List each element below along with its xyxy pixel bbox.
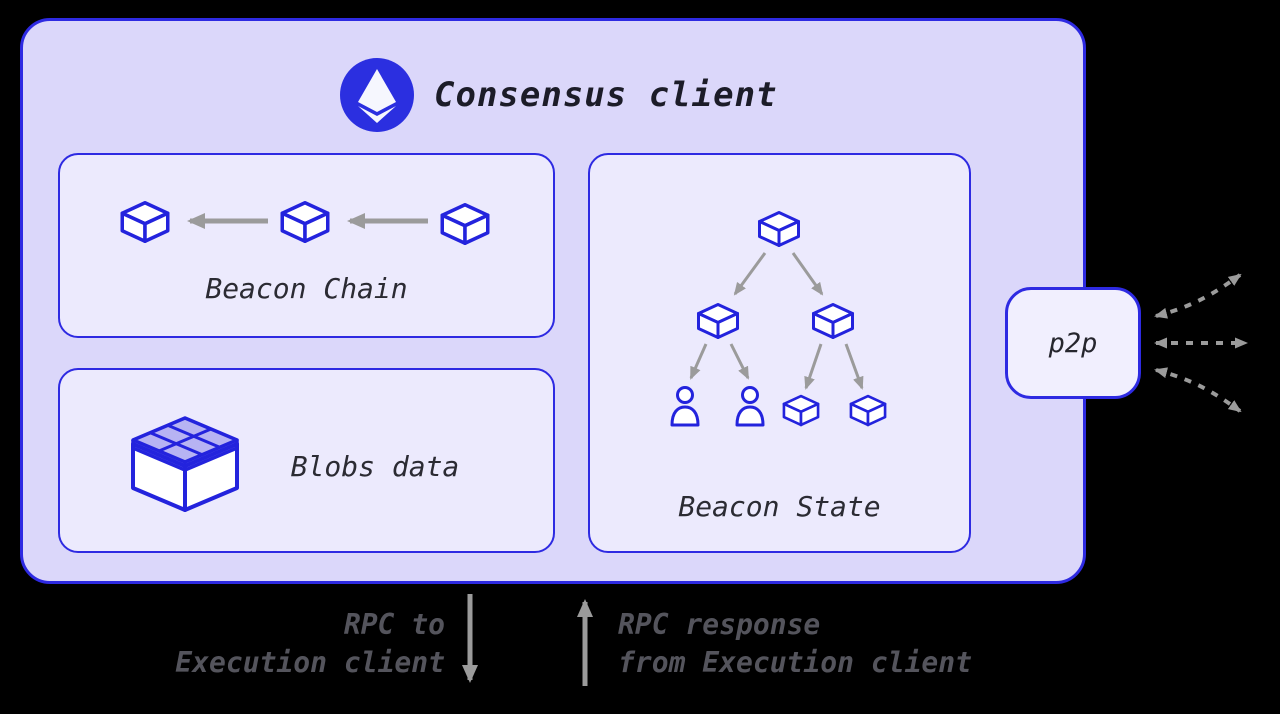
rpc-response-label: RPC response from Execution client	[618, 608, 973, 679]
diagram-header: Consensus client	[340, 55, 778, 135]
person-icon	[667, 385, 703, 427]
rpc-to-execution-label: RPC to Execution client	[175, 608, 445, 679]
rpc-arrow	[462, 594, 593, 686]
p2p-label: p2p	[1048, 327, 1098, 359]
blobs-data-label: Blobs data	[290, 450, 460, 483]
cube-icon	[277, 200, 333, 244]
cube-icon	[117, 200, 173, 244]
beacon-chain-label: Beacon Chain	[205, 272, 408, 305]
cube-icon	[780, 394, 822, 427]
beacon-chain-box	[58, 153, 555, 338]
p2p-box: p2p	[1005, 287, 1141, 399]
cube-icon	[694, 302, 742, 340]
cube-icon	[809, 302, 857, 340]
p2p-dashed-arrow	[1154, 273, 1248, 413]
cube-icon	[755, 210, 803, 248]
blob-box-icon	[131, 416, 239, 512]
cube-icon	[437, 202, 493, 246]
beacon-state-label: Beacon State	[678, 490, 881, 523]
diagram-title: Consensus client	[434, 75, 778, 115]
ethereum-logo-icon	[340, 58, 414, 132]
cube-icon	[847, 394, 889, 427]
person-icon	[732, 385, 768, 427]
